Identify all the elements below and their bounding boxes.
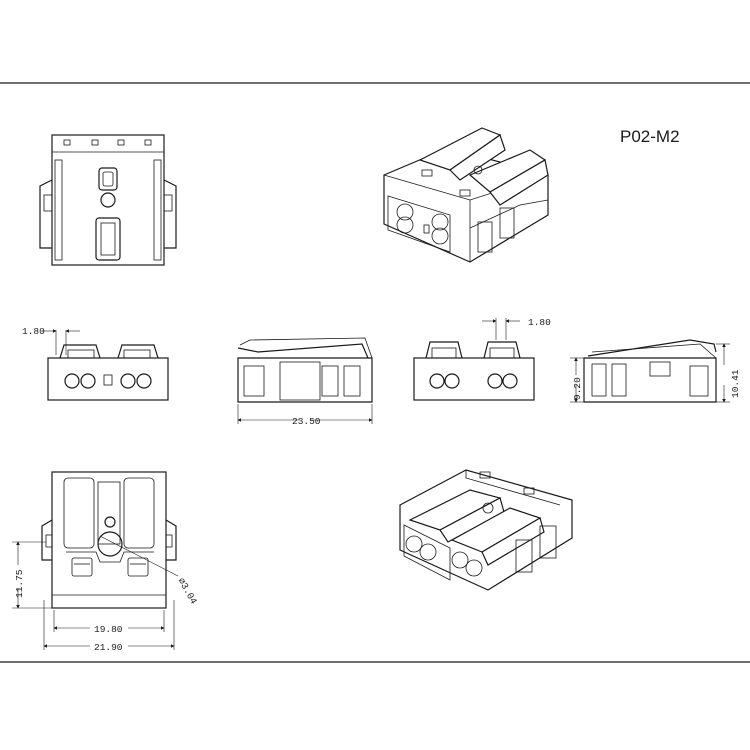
dim-overall-height: 10.41 bbox=[716, 343, 741, 403]
dim-inner-width: 19.80 bbox=[53, 610, 165, 635]
dim-label-1-80-left: 1.80 bbox=[22, 326, 45, 337]
front-view bbox=[47, 344, 169, 401]
iso-view-top bbox=[383, 127, 549, 263]
side-view-reverse bbox=[583, 339, 717, 403]
dim-front-height: 11.75 bbox=[12, 541, 52, 609]
dim-label-9-20: 9.20 bbox=[572, 377, 583, 400]
part-number-title: P02-M2 bbox=[620, 127, 680, 146]
dim-label-21-90: 21.90 bbox=[94, 642, 123, 653]
rear-view bbox=[413, 341, 535, 401]
dim-label-1-80-right: 1.80 bbox=[528, 317, 551, 328]
dim-label-3-04: ∅3.04 bbox=[175, 576, 199, 606]
bottom-view bbox=[41, 471, 177, 609]
dim-label-10-41: 10.41 bbox=[730, 369, 741, 398]
iso-view-bottom bbox=[399, 469, 573, 591]
dim-hole-diameter: ∅3.04 bbox=[99, 535, 199, 606]
top-view bbox=[39, 134, 177, 266]
side-view bbox=[237, 337, 373, 403]
dim-side-offset-left: 1.80 bbox=[22, 326, 80, 355]
dim-label-23-50: 23.50 bbox=[292, 416, 321, 427]
dim-side-offset-right: 1.80 bbox=[482, 317, 551, 340]
dim-label-11-75: 11.75 bbox=[14, 569, 25, 598]
dim-overall-width: 21.90 bbox=[43, 600, 175, 653]
dim-body-height: 9.20 bbox=[570, 357, 584, 403]
dim-overall-length: 23.50 bbox=[237, 404, 373, 427]
dim-label-19-80: 19.80 bbox=[94, 624, 123, 635]
